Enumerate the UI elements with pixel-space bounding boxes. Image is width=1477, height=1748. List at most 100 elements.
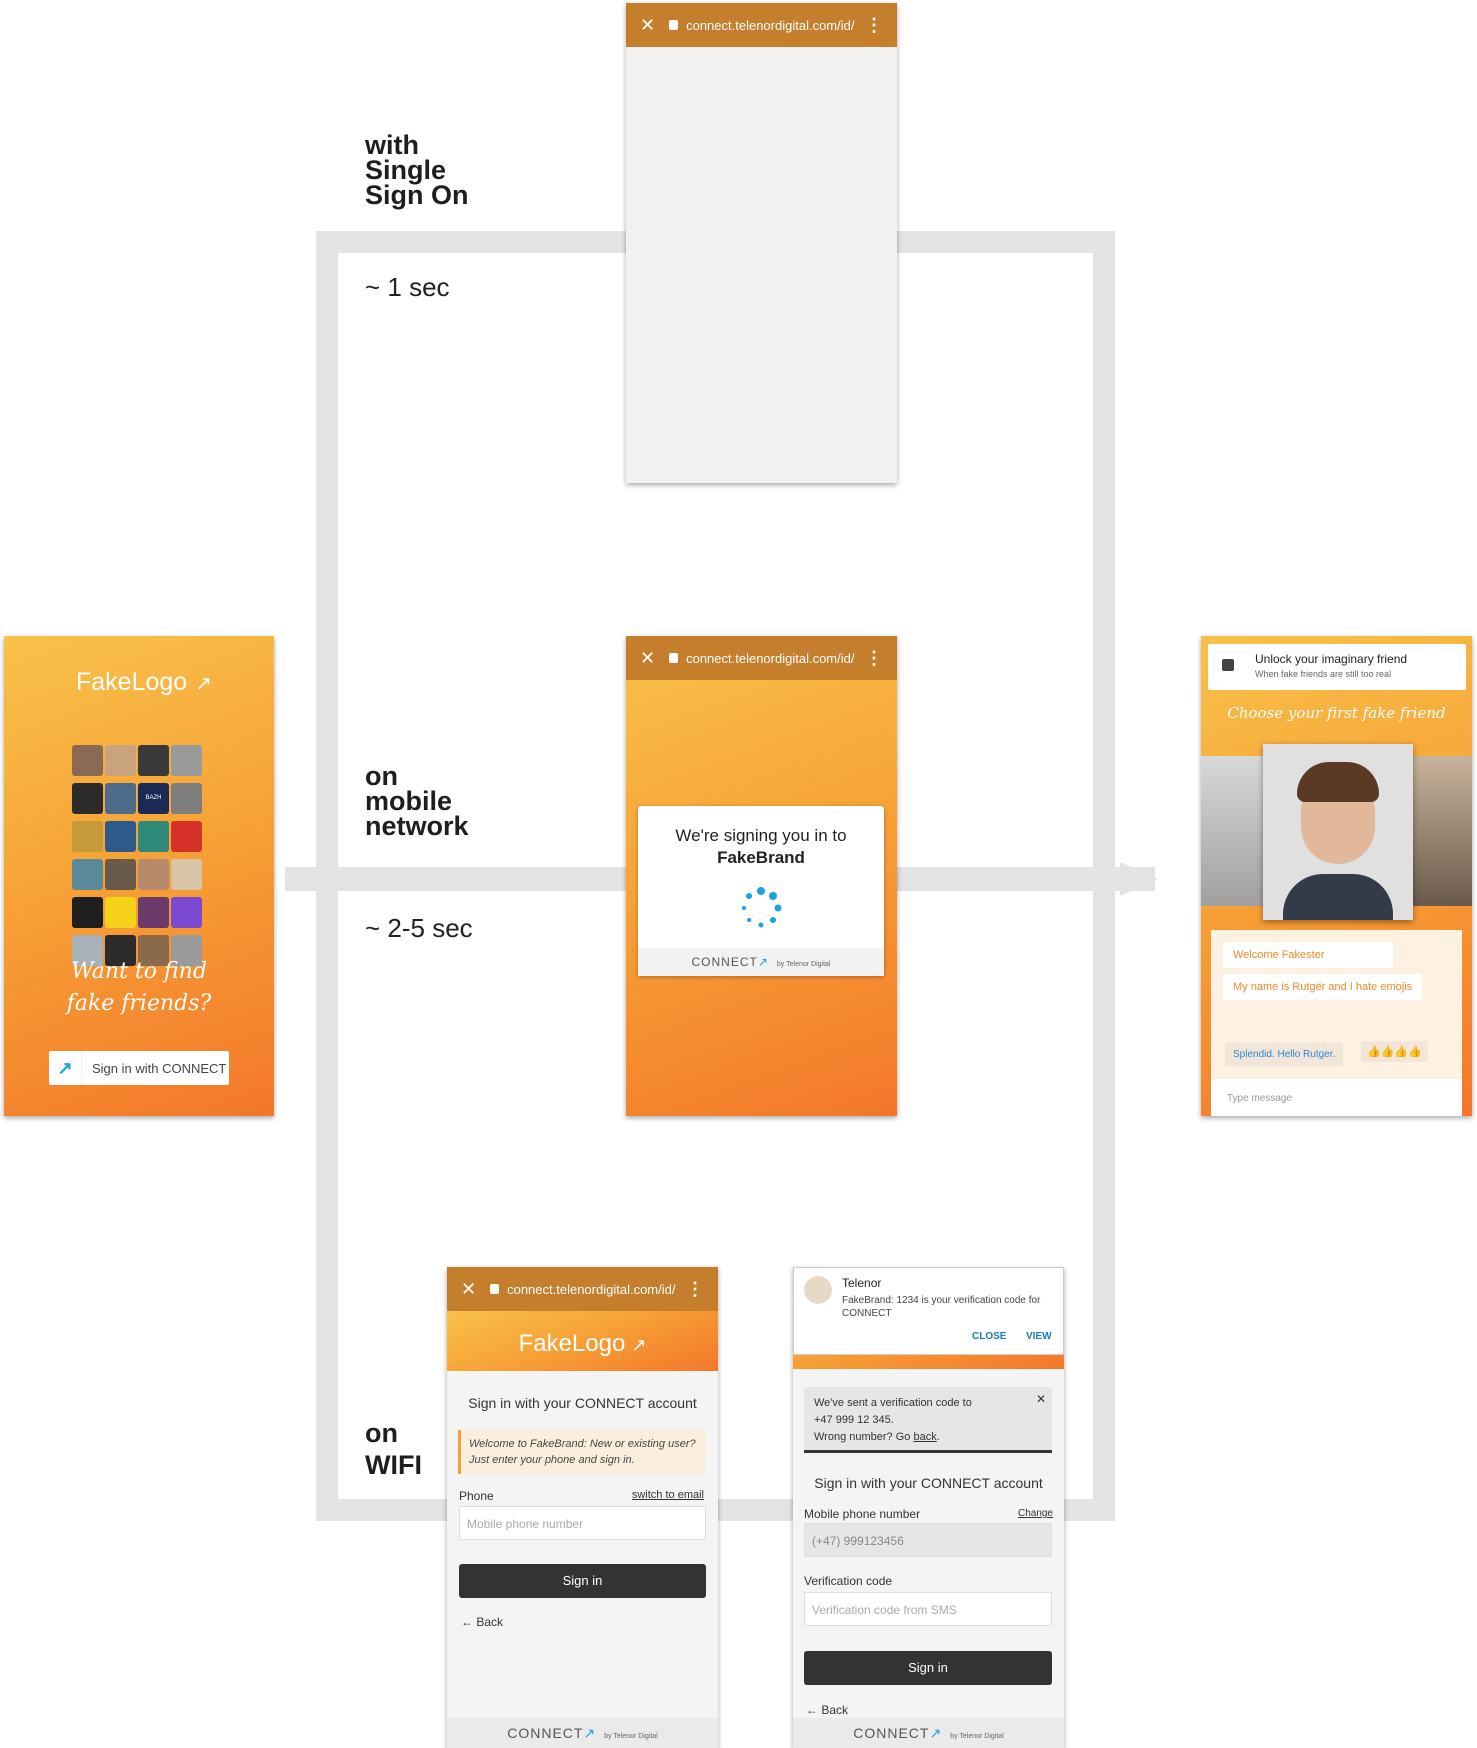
time-mobile: ~ 2-5 sec bbox=[365, 913, 473, 943]
mobile-label: Mobile phone number bbox=[804, 1507, 921, 1521]
face-thumbnail bbox=[105, 859, 136, 890]
app-logo: FakeLogo↗ bbox=[76, 668, 212, 696]
face-thumbnail bbox=[72, 783, 103, 814]
phone-label: Phone bbox=[459, 1489, 494, 1503]
signin-connect-button[interactable]: ↗ Sign in with CONNECT bbox=[49, 1051, 229, 1085]
chat-panel: Welcome Fakester My name is Rutger and I… bbox=[1211, 930, 1462, 1116]
sms-close-button[interactable]: CLOSE bbox=[972, 1331, 1007, 1342]
arrow-head bbox=[1120, 862, 1158, 896]
face-thumbnail bbox=[72, 745, 103, 776]
welcome-box: Welcome to FakeBrand: New or existing us… bbox=[458, 1430, 706, 1474]
face-thumbnail bbox=[105, 745, 136, 776]
face-thumbnail bbox=[72, 935, 103, 966]
label-mobile: on mobile network bbox=[365, 761, 469, 841]
chat-input[interactable]: Type message bbox=[1211, 1078, 1462, 1116]
face-thumbnail bbox=[105, 935, 136, 966]
label-sso: with Single Sign On bbox=[365, 130, 469, 210]
face-thumbnail bbox=[72, 859, 103, 890]
sms-notification[interactable]: Telenor FakeBrand: 1234 is your verifica… bbox=[793, 1267, 1064, 1355]
face-thumbnail: BAZH bbox=[138, 783, 169, 814]
face-thumbnail bbox=[105, 821, 136, 852]
url-text: connect.telenordigital.com/id/ bbox=[507, 1281, 676, 1297]
chat-emoji-option[interactable]: 👍👍👍👍 bbox=[1361, 1041, 1428, 1062]
sso-browser-screen: ✕ connect.telenordigital.com/id/ ⋮ bbox=[626, 3, 897, 483]
time-sso: ~ 1 sec bbox=[365, 272, 450, 302]
face-thumbnail bbox=[72, 897, 103, 928]
result-notification[interactable]: Unlock your imaginary friend When fake f… bbox=[1208, 644, 1466, 690]
menu-icon[interactable]: ⋮ bbox=[686, 1278, 704, 1299]
face-thumbnail bbox=[138, 897, 169, 928]
telenor-icon: ↗ bbox=[49, 1051, 82, 1085]
close-icon[interactable]: ✕ bbox=[640, 14, 656, 35]
friend-left[interactable] bbox=[1201, 756, 1266, 906]
chat-reply-option[interactable]: Splendid. Hello Rutger. bbox=[1225, 1043, 1344, 1066]
switch-email-link[interactable]: switch to email bbox=[631, 1489, 704, 1501]
signing-card: We're signing you in to FakeBrand CONNEC… bbox=[638, 806, 884, 976]
face-thumbnail bbox=[105, 897, 136, 928]
phone-readonly: (+47) 999123456 bbox=[804, 1523, 1052, 1557]
result-screen: Unlock your imaginary friend When fake f… bbox=[1201, 636, 1472, 1116]
face-thumbnail bbox=[138, 745, 169, 776]
lock-icon bbox=[669, 20, 679, 30]
face-thumbnail bbox=[171, 859, 202, 890]
face-grid: BAZH bbox=[71, 744, 211, 972]
telenor-icon: ↗ bbox=[631, 1335, 647, 1355]
signing-screen: ✕ connect.telenordigital.com/id/ ⋮ We're… bbox=[626, 636, 897, 1116]
back-link[interactable]: ← Back bbox=[461, 1615, 504, 1629]
connect-footer: CONNECT↗by Telenor Digital bbox=[447, 1718, 718, 1748]
sms-view-button[interactable]: VIEW bbox=[1026, 1331, 1052, 1342]
lock-icon bbox=[490, 1284, 500, 1294]
menu-icon[interactable]: ⋮ bbox=[865, 14, 883, 35]
lock-icon bbox=[669, 653, 679, 663]
lock-icon bbox=[1222, 659, 1234, 671]
friend-right[interactable] bbox=[1411, 756, 1472, 906]
back-link[interactable]: back bbox=[913, 1431, 937, 1443]
url-bar[interactable]: ✕ connect.telenordigital.com/id/ ⋮ bbox=[447, 1267, 718, 1311]
signing-brand: FakeBrand bbox=[717, 848, 805, 867]
spinner-icon bbox=[742, 887, 782, 928]
close-icon[interactable]: ✕ bbox=[640, 647, 656, 668]
face-thumbnail bbox=[171, 897, 202, 928]
face-thumbnail bbox=[105, 783, 136, 814]
close-icon[interactable]: ✕ bbox=[461, 1278, 477, 1299]
signing-line: We're signing you in to bbox=[675, 826, 847, 845]
face-thumbnail bbox=[171, 821, 202, 852]
face-thumbnail bbox=[171, 745, 202, 776]
telenor-icon: ↗ bbox=[195, 673, 212, 695]
face-thumbnail bbox=[72, 821, 103, 852]
face-thumbnail bbox=[138, 935, 169, 966]
login-title: Sign in with your CONNECT account bbox=[468, 1395, 697, 1411]
wifi-verify-screen: Telenor FakeBrand: 1234 is your verifica… bbox=[793, 1267, 1064, 1748]
code-label: Verification code bbox=[804, 1574, 893, 1588]
sent-message-box: We've sent a verification code to +47 99… bbox=[804, 1387, 1052, 1453]
wifi-login-screen: ✕ connect.telenordigital.com/id/ ⋮ FakeL… bbox=[447, 1267, 718, 1748]
face-thumbnail bbox=[138, 859, 169, 890]
change-link[interactable]: Change bbox=[1017, 1508, 1053, 1519]
friend-main[interactable] bbox=[1263, 744, 1413, 920]
connect-footer: CONNECT↗by Telenor Digital bbox=[638, 948, 884, 976]
url-text: connect.telenordigital.com/id/ bbox=[686, 650, 855, 666]
chat-message: My name is Rutger and I hate emojis bbox=[1223, 974, 1423, 1000]
wifi-header: FakeLogo↗ bbox=[447, 1311, 718, 1371]
connect-footer: CONNECT↗by Telenor Digital bbox=[793, 1718, 1064, 1748]
back-link[interactable]: ← Back bbox=[806, 1703, 849, 1717]
label-wifi: on WIFI bbox=[365, 1418, 422, 1480]
face-thumbnail bbox=[138, 821, 169, 852]
chat-message: Welcome Fakester bbox=[1223, 942, 1393, 968]
avatar bbox=[804, 1276, 832, 1304]
face-thumbnail bbox=[171, 935, 202, 966]
url-text: connect.telenordigital.com/id/ bbox=[686, 17, 855, 33]
verify-signin-button[interactable]: Sign in bbox=[804, 1651, 1052, 1685]
result-heading: Choose your first fake friend bbox=[1227, 704, 1446, 722]
close-icon[interactable]: ✕ bbox=[1035, 1392, 1046, 1406]
menu-icon[interactable]: ⋮ bbox=[865, 647, 883, 668]
code-input[interactable]: Verification code from SMS bbox=[804, 1592, 1052, 1626]
url-bar[interactable]: ✕ connect.telenordigital.com/id/ ⋮ bbox=[626, 3, 897, 47]
signin-button[interactable]: Sign in bbox=[459, 1564, 706, 1598]
phone-input[interactable]: Mobile phone number bbox=[459, 1506, 706, 1540]
app-start-screen: FakeLogo↗ BAZH Want to find fake friends… bbox=[4, 636, 274, 1116]
url-bar[interactable]: ✕ connect.telenordigital.com/id/ ⋮ bbox=[626, 636, 897, 680]
face-thumbnail bbox=[171, 783, 202, 814]
app-tagline: Want to find fake friends? bbox=[66, 959, 212, 1016]
verify-title: Sign in with your CONNECT account bbox=[814, 1475, 1043, 1491]
